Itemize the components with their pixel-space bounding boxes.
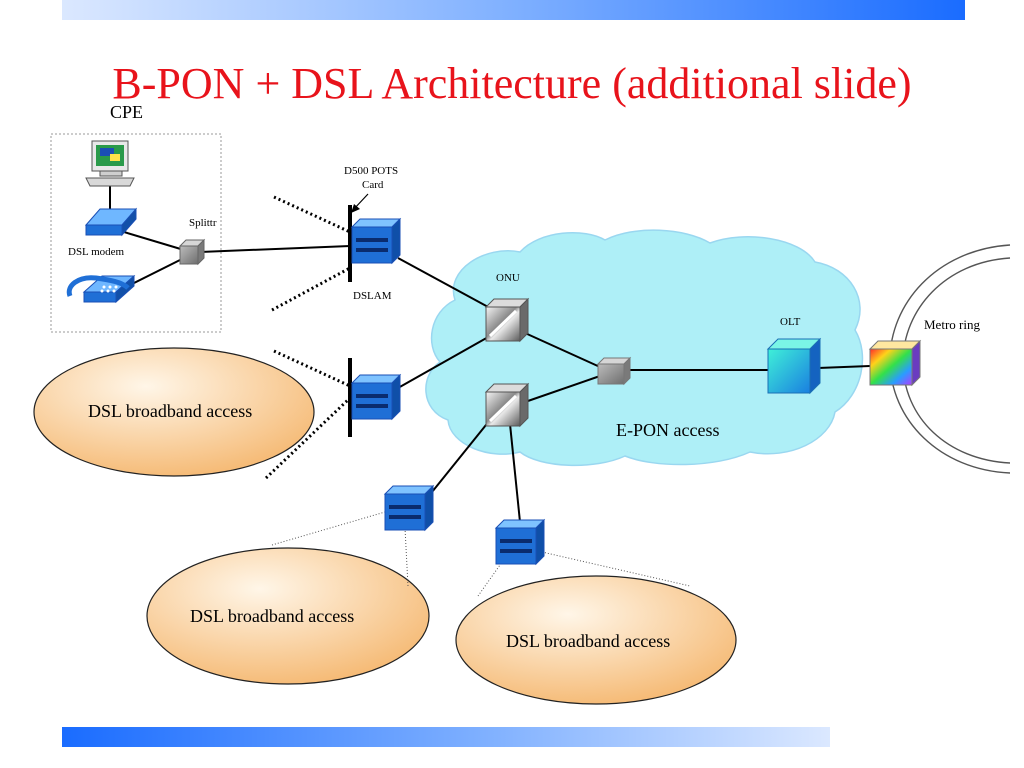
dsl-access-ellipse-left — [33, 347, 315, 477]
metro-switch-icon — [868, 339, 922, 387]
bottom-gradient-bar — [62, 727, 830, 747]
cpe-label: CPE — [110, 102, 144, 122]
epon-access-label: E-PON access — [616, 420, 720, 440]
dsl-modem-label: DSL modem — [68, 246, 125, 258]
cpe-box — [50, 133, 222, 333]
splitter-label: Splittr — [189, 217, 217, 229]
dslam-icon — [350, 217, 402, 265]
dsl-access-ellipse-bottom-right — [455, 575, 737, 705]
metro-ring-label: Metro ring — [924, 317, 980, 332]
onu-label: ONU — [496, 272, 520, 284]
dsl-access-label-left: DSL broadband access — [88, 401, 253, 421]
olt-label: OLT — [780, 316, 801, 328]
dslam-icon — [350, 373, 402, 421]
dslam-label: DSLAM — [353, 290, 392, 302]
computer-icon — [85, 140, 135, 187]
pots-card-label-line1: D500 POTS — [344, 165, 399, 177]
dslam-icon — [383, 484, 435, 532]
telephone-icon — [66, 274, 136, 304]
pots-card-arrow-head — [351, 204, 360, 213]
dsl-access-label-bottom-left: DSL broadband access — [190, 606, 355, 626]
onu-icon — [484, 382, 530, 428]
passive-splitter-icon — [596, 356, 632, 386]
epon-cloud — [425, 229, 864, 467]
top-gradient-bar — [62, 0, 965, 20]
access-fanout-lines — [271, 511, 691, 597]
dslam-fanout-lines — [264, 195, 352, 480]
splitter-icon — [178, 238, 206, 266]
dsl-access-ellipse-bottom-left — [146, 547, 430, 685]
dsl-access-label-bottom-right: DSL broadband access — [506, 631, 671, 651]
dslam-icon — [494, 518, 546, 566]
onu-icon — [484, 297, 530, 343]
connection-lines — [109, 184, 871, 523]
pots-card-label-line2: Card — [362, 179, 384, 191]
olt-icon — [766, 337, 822, 395]
dsl-modem-icon — [84, 207, 138, 237]
slide-title: B-PON + DSL Architecture (additional sli… — [112, 59, 912, 108]
